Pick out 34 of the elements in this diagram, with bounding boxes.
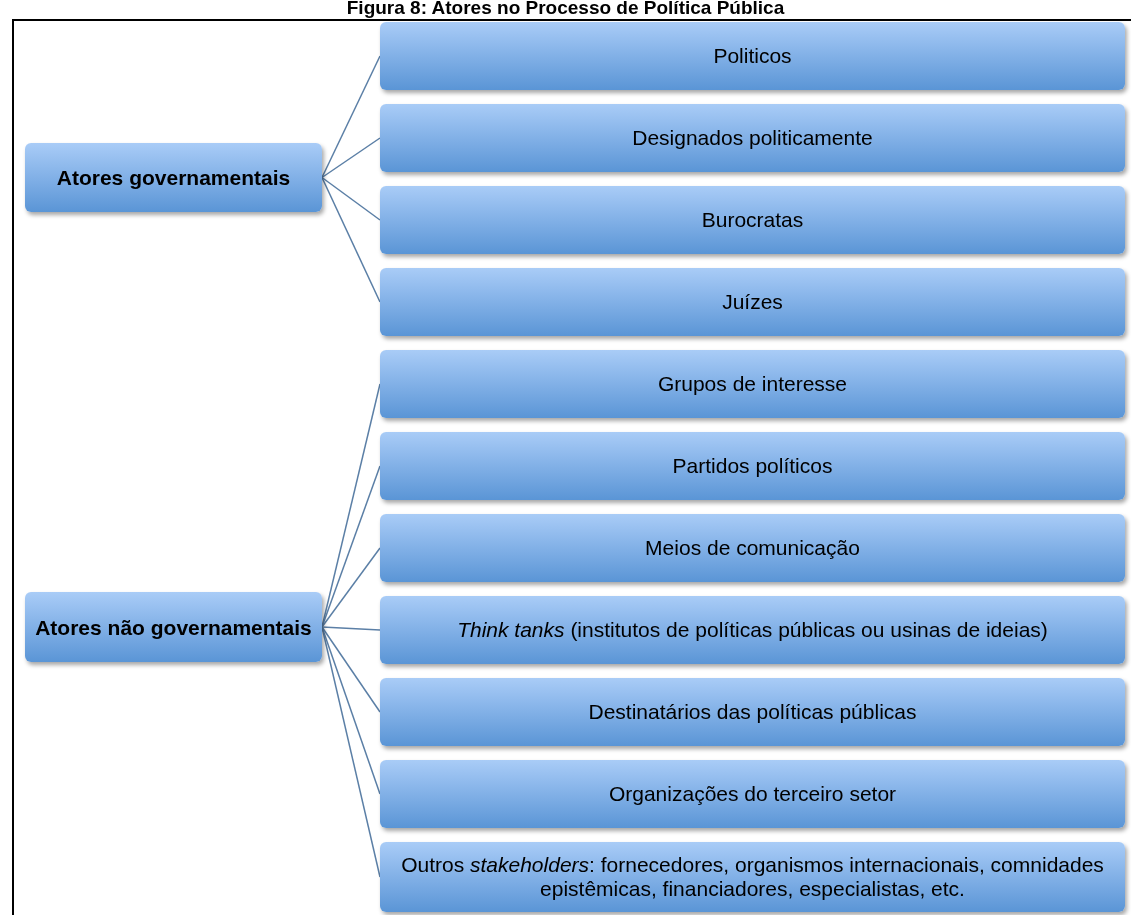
category-box [380,678,1125,746]
box-label: Grupos de interesse [657,372,848,396]
category-box [380,22,1125,90]
connector-line [321,626,381,713]
category-box [380,268,1125,336]
category-box [380,760,1125,828]
category-box [380,842,1125,912]
box-label: Think tanks (institutos de políticas públicas ou usinas de ideias) [457,618,1048,642]
category-box [380,104,1125,172]
box-label: Partidos políticos [672,454,833,478]
connector-line [321,176,381,303]
connector-line [321,137,381,179]
box-label: Juízes [722,290,783,314]
box-label: Outros stakeholders: fornecedores, organismos internacionais, comnidades epistêmicas, financiadores, especialistas, etc. [400,853,1105,901]
category-box [380,350,1125,418]
box-label: Atores não governamentais [35,614,312,640]
box-label: Destinatários das políticas públicas [588,700,917,724]
category-box [25,143,322,212]
category-box [380,432,1125,500]
connector-line [321,176,381,221]
connector-line [321,55,381,179]
connector-line [321,626,381,631]
category-box [25,592,322,662]
figure-title: Figura 8: Atores no Processo de Política Pública [345,0,786,18]
connector-line [321,547,381,628]
box-label: Politicos [713,44,792,68]
box-label: Organizações do terceiro setor [608,782,897,806]
box-label: Meios de comunicação [645,536,860,560]
category-box [380,596,1125,664]
box-label: Atores governamentais [56,165,291,190]
box-label: Designados politicamente [632,126,873,150]
category-box [380,186,1125,254]
category-box [380,514,1125,582]
box-label: Burocratas [701,208,804,232]
